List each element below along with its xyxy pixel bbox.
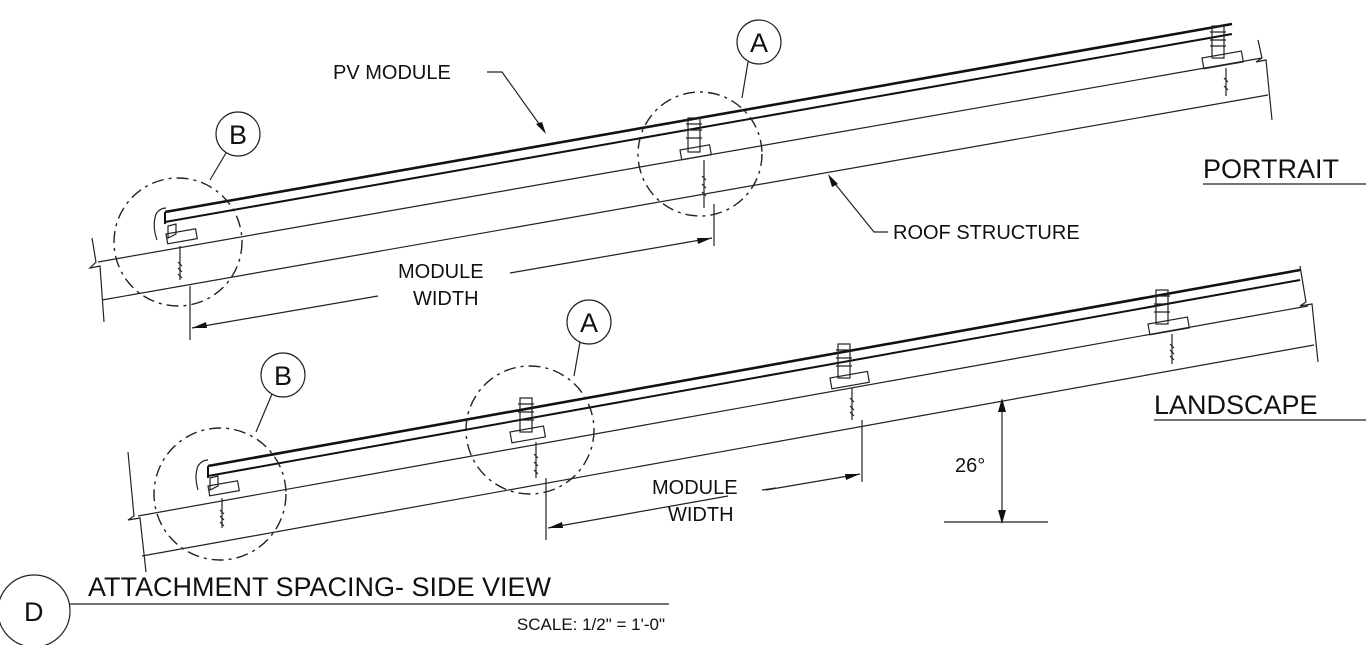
landscape-module-width-line2: WIDTH — [668, 504, 734, 526]
landscape-module-width-line1: MODULE — [652, 477, 738, 499]
roof-structure-label: ROOF STRUCTURE — [893, 222, 1080, 244]
portrait-balloon-b: B — [209, 111, 261, 181]
detail-id: D — [24, 597, 44, 627]
landscape-balloon-b-text: B — [274, 361, 292, 391]
landscape-roof-top-line — [137, 305, 1309, 517]
portrait-roof-bottom-line — [101, 94, 1269, 301]
portrait-mid-clamp-a — [679, 117, 712, 208]
landscape-end-clamp — [195, 459, 240, 528]
portrait-detail-circle-b — [113, 177, 243, 307]
landscape-clamp-right — [1147, 289, 1190, 364]
landscape-roof-break-right — [1299, 265, 1319, 363]
landscape-module-width-dimension: MODULE WIDTH — [545, 420, 863, 540]
landscape-balloon-b: B — [255, 352, 306, 433]
portrait-title: PORTRAIT — [1203, 154, 1339, 184]
landscape-module-top-edge — [207, 268, 1301, 468]
landscape-detail-circle-b — [153, 427, 287, 561]
pv-module-label: PV MODULE — [333, 62, 451, 84]
portrait-end-clamp — [153, 207, 198, 280]
portrait-module-bottom-edge — [164, 33, 1233, 223]
portrait-balloon-a: A — [736, 19, 782, 99]
portrait-roof-top-line — [97, 57, 1263, 263]
portrait-balloon-b-text: B — [229, 120, 247, 150]
portrait-view: A B PV MODULE ROOF STRUCTURE — [88, 19, 1366, 340]
landscape-module-bottom-edge — [207, 279, 1301, 477]
portrait-module-width-line2: WIDTH — [413, 288, 479, 310]
landscape-balloon-a-text: A — [580, 308, 598, 338]
portrait-module-width-dimension: MODULE WIDTH — [189, 204, 715, 340]
landscape-clamp-a — [509, 397, 547, 478]
landscape-view: A B MODULE WIDTH 26° — [127, 265, 1366, 573]
landscape-roof-break-left — [127, 451, 147, 573]
landscape-balloon-a: A — [566, 299, 612, 377]
pv-module-leader: PV MODULE — [333, 62, 546, 134]
portrait-roof-break-left — [88, 237, 105, 323]
angle-label: 26° — [955, 455, 985, 477]
portrait-roof-break-right — [1255, 39, 1273, 121]
roof-structure-leader: ROOF STRUCTURE — [828, 174, 1080, 244]
portrait-mid-clamp-right — [1201, 25, 1244, 96]
landscape-detail-circle-a — [465, 365, 595, 495]
portrait-module-width-line1: MODULE — [398, 261, 484, 283]
portrait-balloon-a-text: A — [750, 28, 768, 58]
drawing-scale: SCALE: 1/2" = 1'-0" — [517, 615, 665, 634]
landscape-roof-bottom-line — [141, 344, 1315, 557]
angle-dimension: 26° — [944, 398, 1048, 524]
portrait-detail-circle-a — [637, 91, 763, 217]
landscape-title: LANDSCAPE — [1154, 390, 1318, 420]
title-block: D ATTACHMENT SPACING- SIDE VIEW SCALE: 1… — [0, 572, 669, 648]
drawing-title: ATTACHMENT SPACING- SIDE VIEW — [88, 572, 552, 602]
landscape-clamp-middle — [829, 343, 871, 420]
